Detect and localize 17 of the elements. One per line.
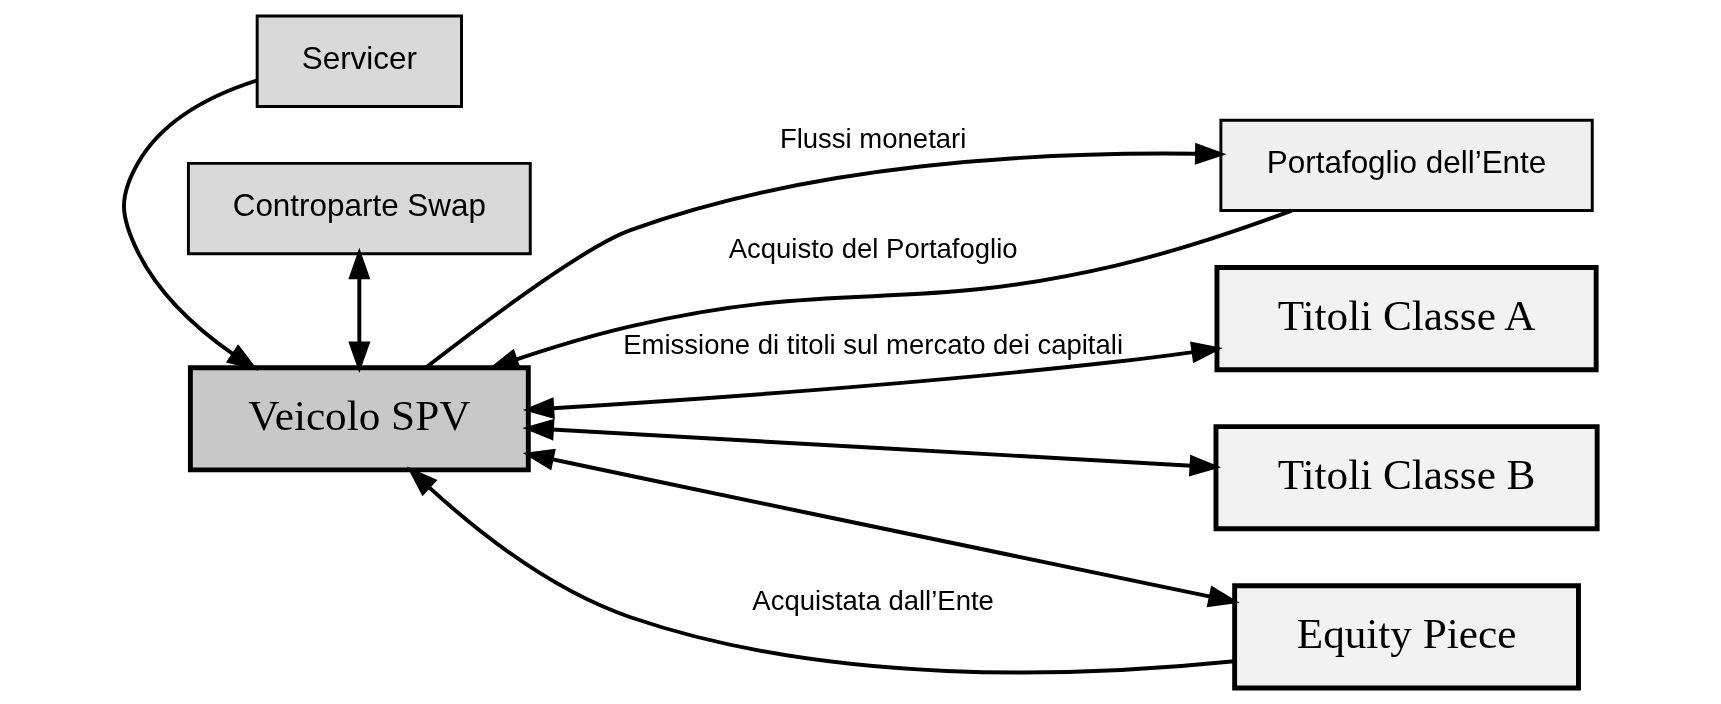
- node-box: Veicolo SPV: [187, 365, 531, 473]
- arrow: [522, 341, 1223, 420]
- node-box: Equity Piece: [1232, 583, 1581, 691]
- edge-label: Emissione di titoli sul mercato dei capitali: [623, 329, 1124, 361]
- arrow: [522, 448, 1240, 608]
- node-box: Servicer: [255, 14, 463, 108]
- node-box: Controparte Swap: [186, 161, 532, 256]
- edge-label: Acquistata dall’Ente: [752, 584, 994, 616]
- arrow: [122, 78, 259, 371]
- arrow: [406, 466, 1235, 675]
- edge-label: Flussi monetari: [779, 123, 967, 155]
- edge-label: Acquisto del Portafoglio: [728, 233, 1018, 265]
- arrow: [348, 247, 371, 373]
- node-box: Titoli Classe B: [1213, 424, 1600, 532]
- node-box: Titoli Classe A: [1214, 265, 1599, 373]
- node-box: Portafoglio dell’Ente: [1219, 118, 1594, 212]
- arrow: [522, 418, 1222, 477]
